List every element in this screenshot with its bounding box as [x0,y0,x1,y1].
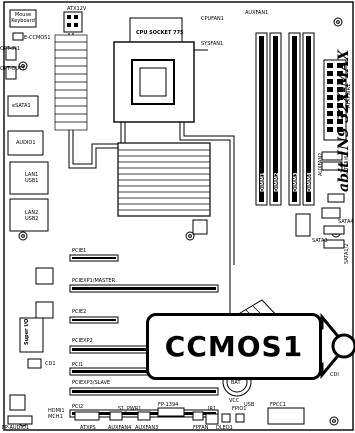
cpu-socket [113,17,208,123]
label-super-io: Super I/O [24,318,30,345]
label-lan2-usb2: LAN2 USB2 [25,210,39,222]
atx12v-connector [63,11,83,33]
label-fp-audio1: FP-AUDIO1 [2,425,29,431]
label-sata56: SATA5/6 [344,155,350,176]
callout-text: CCMOS1 [164,330,304,363]
label-auxfan1: AUXFAN1 [245,10,269,16]
label-pcie2: PCIE2 [72,309,87,315]
label-opt-out1: OPT-OUT1 [0,66,26,72]
label-pciexp2: PCIEXP2 [72,338,93,344]
label-pcie1: PCIE1 [72,248,87,254]
label-pci2: PCI2 [72,404,84,410]
label-sysfan1: SYSFAN1 [201,41,224,47]
label-lan1-usb1: LAN1 USB1 [25,172,39,184]
label-hdmi1-mch1: HDMI1 MCH1 [48,408,65,420]
sata-connectors [295,151,345,249]
label-bat: BAT [231,380,241,386]
label-pciex1-master: PCIEXP1/MASTER [72,278,116,284]
label-dimm3: DIMM3 [293,172,299,192]
label-dimm2: DIMM2 [274,172,280,192]
label-audio1: AUDIO1 [16,140,36,146]
label-s-pwr1: S1_PWR1 [118,406,142,412]
label-fpcc1: FPCC1 [270,402,287,408]
label-e-ccmos1: E-CCMOS1 [24,35,51,41]
onboard-chips [9,219,208,411]
vrm-heatsink [54,34,88,131]
label-vcc: VCC [229,398,240,404]
label-auxfan2: AUXFAN2 [318,152,324,176]
label-esata1: eSATA1 [12,103,31,109]
label-dled1: DLED1 [216,425,233,431]
label-cpufan1: CPUFAN1 [201,16,224,22]
label-atxps: ATXPS [80,425,96,431]
label-atx12v: ATX12V [67,6,87,12]
label-auxfan4: AUXFAN4 [108,425,132,431]
heatpipe [68,33,270,326]
label-fpio1: FPIO1 [232,406,247,412]
label-pci1: PCI1 [72,362,84,368]
label-dimm4: DIMM4 [307,172,313,192]
label-ir1: IR1 [208,406,217,412]
label-usb: USB [244,402,255,408]
atx-power-connector [323,59,347,141]
label-dimm1: DIMM1 [260,172,266,192]
label-atxpwr1: ATXPWR1 [346,83,352,108]
rear-io-panel [5,9,49,232]
label-opt-in1: OPT-IN1 [0,46,20,52]
label-cpu-socket: CPU SOCKET 775 [136,30,184,36]
label-pciexp3-slave: PCIEXP3/SLAVE [72,380,111,386]
label-cdi: CDI [330,372,339,378]
dimm-slots [255,32,315,206]
ccmos1-callout: CCMOS1 [146,313,322,380]
label-auxfan3: AUXFAN3 [135,425,159,431]
bottom-headers [7,407,305,425]
label-sata4: SATA4 [338,219,354,225]
label-sata12: SATA1/2 [344,243,350,264]
northbridge-heatsink [117,142,211,217]
label-cd1: CD1 [45,361,56,367]
label-fpfan: FPFAN [193,425,209,431]
label-mouse-keyboard: Mouse Keyboard [11,12,35,24]
label-sata3: SATA3 [312,238,328,244]
label-fp-1394: FP-1394 [158,402,179,408]
